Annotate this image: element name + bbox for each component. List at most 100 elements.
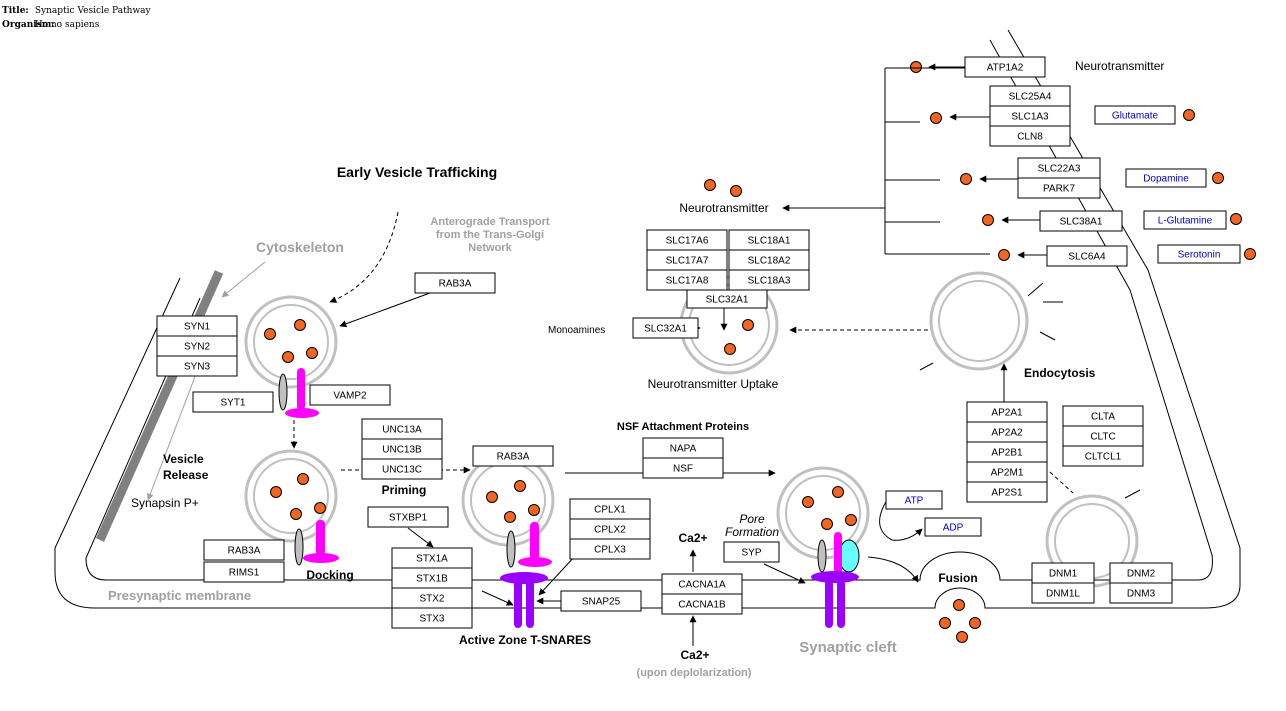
gene-box-ap2s1[interactable]: AP2S1 — [966, 481, 1048, 503]
pathway-meta: Title: Synaptic Vesicle Pathway Organism… — [2, 4, 151, 32]
box-frame — [1031, 582, 1095, 604]
meta-title: Synaptic Vesicle Pathway — [34, 6, 151, 16]
metabolite-box-adp[interactable]: ADP — [924, 517, 982, 537]
gene-box-ap2a2[interactable]: AP2A2 — [966, 421, 1048, 443]
gene-box-dnm3[interactable]: DNM3 — [1109, 582, 1173, 604]
gene-box-dnm1[interactable]: DNM1 — [1031, 562, 1095, 584]
gene-box-rab3a-mid[interactable]: RAB3A — [472, 445, 554, 467]
box-label: UNC13B — [382, 445, 422, 456]
gene-box-cplx2[interactable]: CPLX2 — [569, 518, 651, 540]
priming-label: Priming — [382, 483, 427, 497]
box-label: ATP — [905, 496, 924, 507]
gene-box-stx2[interactable]: STX2 — [391, 587, 473, 609]
gene-box-slc25a4[interactable]: SLC25A4 — [989, 85, 1071, 107]
gene-box-vamp2[interactable]: VAMP2 — [309, 384, 391, 406]
box-frame — [924, 517, 982, 537]
box-frame — [309, 384, 391, 406]
box-frame — [560, 590, 642, 612]
gene-box-syn2[interactable]: SYN2 — [156, 335, 238, 357]
gene-box-cplx3[interactable]: CPLX3 — [569, 538, 651, 560]
box-label: CACNA1B — [678, 600, 726, 611]
gene-box-syn1[interactable]: SYN1 — [156, 315, 238, 337]
gene-box-stxbp1[interactable]: STXBP1 — [367, 506, 449, 528]
metabolite-box-l-glutamine[interactable]: L-Glutamine — [1143, 210, 1227, 230]
gene-box-ap2a1[interactable]: AP2A1 — [966, 401, 1048, 423]
gene-box-cltc[interactable]: CLTC — [1062, 425, 1144, 447]
gene-box-slc38a1[interactable]: SLC38A1 — [1039, 210, 1123, 232]
gene-box-cltcl1[interactable]: CLTCL1 — [1062, 445, 1144, 467]
gene-box-slc18a3[interactable]: SLC18A3 — [728, 269, 810, 291]
gene-box-atp1a2[interactable]: ATP1A2 — [964, 56, 1046, 78]
box-label: DNM1 — [1049, 569, 1078, 580]
gene-box-slc18a1[interactable]: SLC18A1 — [728, 229, 810, 251]
gene-box-ap2m1[interactable]: AP2M1 — [966, 461, 1048, 483]
gene-box-rab3a-dock[interactable]: RAB3A — [203, 539, 285, 561]
synaptotagmin-fusion-icon — [817, 532, 860, 574]
gene-box-slc17a8[interactable]: SLC17A8 — [646, 269, 728, 291]
gene-box-stx1a[interactable]: STX1A — [391, 547, 473, 569]
gene-box-clta[interactable]: CLTA — [1062, 405, 1144, 427]
box-frame — [156, 355, 238, 377]
box-label: SYN2 — [184, 342, 211, 353]
gene-box-unc13a[interactable]: UNC13A — [361, 418, 443, 440]
box-label: DNM2 — [1127, 569, 1156, 580]
box-label: NAPA — [670, 444, 697, 455]
metabolite-box-serotonin[interactable]: Serotonin — [1157, 244, 1241, 264]
gene-box-slc6a4[interactable]: SLC6A4 — [1046, 245, 1128, 267]
gene-box-slc22a3[interactable]: SLC22A3 — [1017, 157, 1101, 179]
gene-box-nsf[interactable]: NSF — [642, 457, 724, 479]
gene-box-rims1[interactable]: RIMS1 — [203, 561, 285, 583]
gene-box-syp[interactable]: SYP — [723, 541, 780, 563]
box-frame — [1125, 168, 1207, 188]
vesicle-release-label-2: Release — [163, 468, 209, 482]
endocytosis-label: Endocytosis — [1024, 366, 1096, 380]
box-label: RIMS1 — [229, 568, 260, 579]
gene-box-stx3[interactable]: STX3 — [391, 607, 473, 629]
box-label: STX2 — [419, 594, 444, 605]
box-label: SYN3 — [184, 362, 211, 373]
vesicle-endocytosis — [929, 271, 1029, 371]
gene-box-ap2b1[interactable]: AP2B1 — [966, 441, 1048, 463]
vamp-early-icon — [278, 368, 319, 418]
gene-box-unc13b[interactable]: UNC13B — [361, 438, 443, 460]
box-frame — [472, 445, 554, 467]
metabolite-box-atp[interactable]: ATP — [885, 490, 943, 510]
gene-box-dnm1l[interactable]: DNM1L — [1031, 582, 1095, 604]
gene-box-slc17a7[interactable]: SLC17A7 — [646, 249, 728, 271]
gene-box-cacna1a[interactable]: CACNA1A — [661, 573, 743, 595]
metabolite-box-glutamate[interactable]: Glutamate — [1094, 105, 1176, 125]
gene-box-syt1[interactable]: SYT1 — [192, 391, 274, 413]
gene-box-park7[interactable]: PARK7 — [1017, 177, 1101, 199]
box-frame — [1157, 244, 1241, 264]
gene-box-napa[interactable]: NAPA — [642, 437, 724, 459]
gene-box-slc32a1-left[interactable]: SLC32A1 — [632, 317, 699, 339]
box-label: SLC22A3 — [1038, 164, 1081, 175]
box-label: AP2S1 — [991, 488, 1023, 499]
gene-box-cln8[interactable]: CLN8 — [989, 125, 1071, 147]
box-label: STX1A — [416, 554, 448, 565]
box-label: SLC1A3 — [1011, 112, 1049, 123]
gene-box-syn3[interactable]: SYN3 — [156, 355, 238, 377]
gene-box-slc18a2[interactable]: SLC18A2 — [728, 249, 810, 271]
gene-box-cacna1b[interactable]: CACNA1B — [661, 593, 743, 615]
gene-box-dnm2[interactable]: DNM2 — [1109, 562, 1173, 584]
box-label: SLC38A1 — [1060, 217, 1103, 228]
metabolite-box-dopamine[interactable]: Dopamine — [1125, 168, 1207, 188]
gene-box-cplx1[interactable]: CPLX1 — [569, 498, 651, 520]
box-label: Dopamine — [1143, 174, 1189, 185]
gene-box-rab3a-top[interactable]: RAB3A — [414, 272, 496, 294]
gene-box-slc17a6[interactable]: SLC17A6 — [646, 229, 728, 251]
synapsin-label: Synapsin P+ — [131, 496, 199, 510]
box-frame — [1143, 210, 1227, 230]
box-label: CLTCL1 — [1085, 452, 1122, 463]
box-label: CLTA — [1091, 412, 1115, 423]
gene-box-slc32a1-top[interactable]: SLC32A1 — [686, 289, 768, 309]
gene-box-slc1a3[interactable]: SLC1A3 — [989, 105, 1071, 127]
gene-box-unc13c[interactable]: UNC13C — [361, 458, 443, 480]
meta-organism: Homo sapiens — [34, 20, 100, 30]
gene-box-snap25[interactable]: SNAP25 — [560, 590, 642, 612]
gene-box-stx1b[interactable]: STX1B — [391, 567, 473, 589]
box-label: PARK7 — [1043, 184, 1075, 195]
box-label: SLC17A8 — [666, 276, 709, 287]
box-label: CLTC — [1090, 432, 1115, 443]
